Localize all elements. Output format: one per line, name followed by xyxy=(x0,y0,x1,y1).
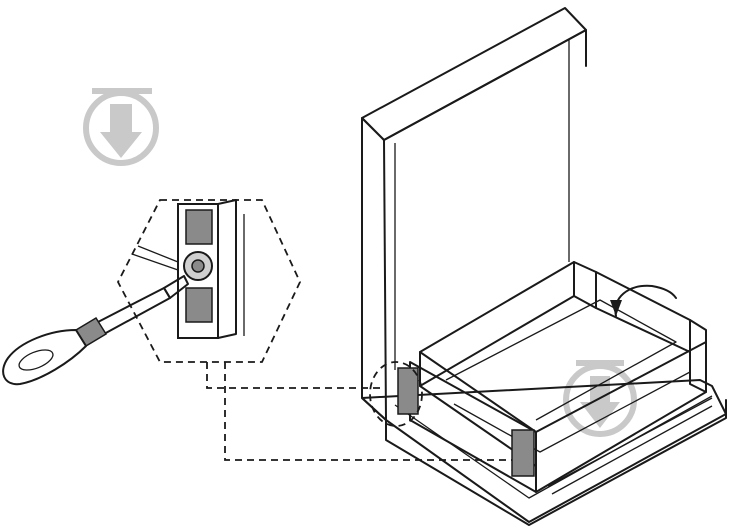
drawer-box xyxy=(397,261,713,495)
screwdriver-icon xyxy=(2,275,189,386)
detail-callout xyxy=(116,199,301,363)
watermark-logo-icon xyxy=(83,88,159,166)
callout-leader-lines xyxy=(206,361,512,461)
cabinet-panel xyxy=(361,7,587,421)
rotation-arrow-icon xyxy=(610,284,677,317)
